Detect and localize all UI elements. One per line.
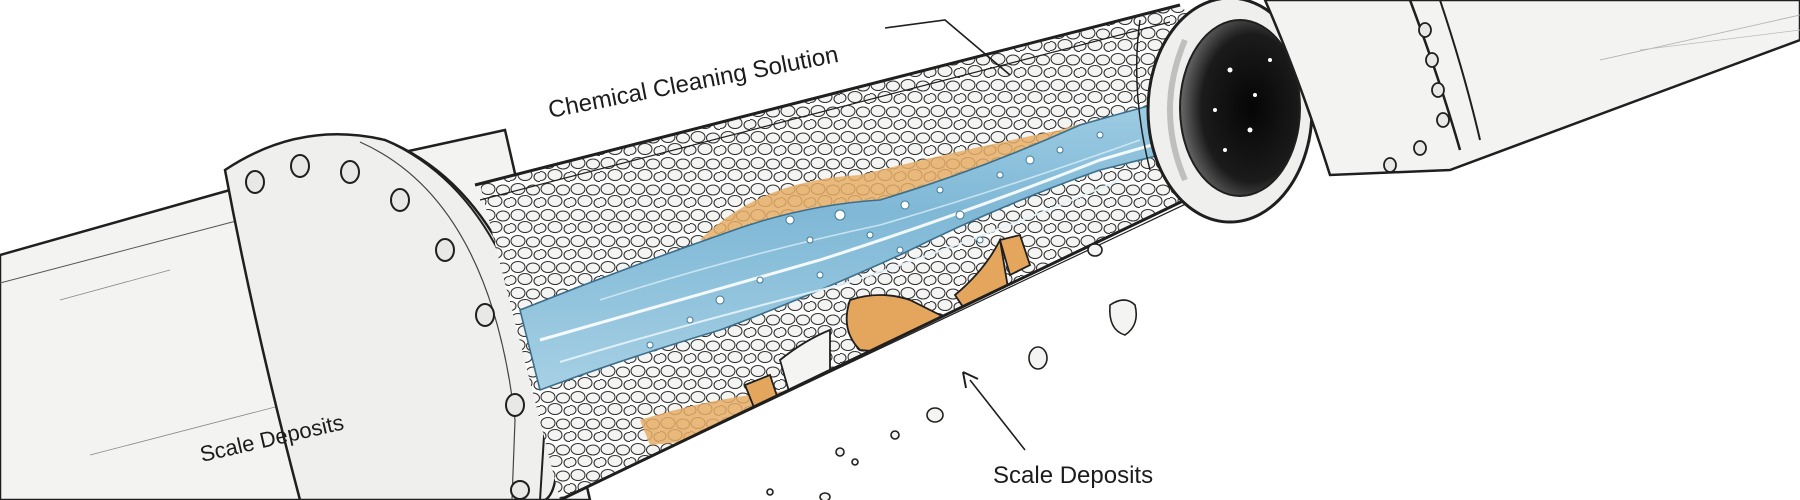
leader-lines <box>884 19 1026 451</box>
bore-specks <box>1213 58 1272 152</box>
right-flange <box>1146 0 1314 224</box>
scale-deposits-label-main: Scale Deposits <box>993 462 1153 489</box>
left-flange <box>223 133 559 500</box>
deposits-leader-line <box>969 379 1026 451</box>
right-flange-bolts <box>1383 22 1450 173</box>
solution-leader-line <box>884 19 1011 76</box>
left-flange-bolts <box>245 154 530 500</box>
bubbles <box>646 131 1104 349</box>
deposits-leader-arrow <box>962 371 979 389</box>
right-pipe-section <box>1263 0 1800 177</box>
falling-debris <box>766 243 1138 500</box>
cutaway-edges <box>474 3 1311 500</box>
